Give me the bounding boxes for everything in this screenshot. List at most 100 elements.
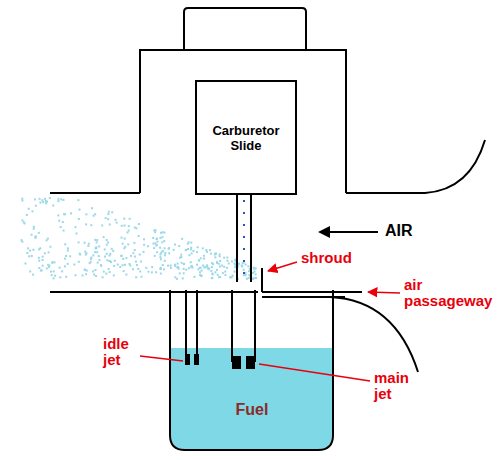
spray-droplet <box>135 276 137 278</box>
spray-droplet <box>95 269 97 271</box>
spray-droplet <box>178 245 180 247</box>
spray-droplet <box>84 251 86 253</box>
spray-droplet <box>64 213 66 215</box>
spray-droplet <box>54 275 56 277</box>
spray-droplet <box>21 199 23 201</box>
main-jet-tube <box>232 290 255 362</box>
slide-cap <box>184 8 306 50</box>
spray-droplet <box>138 235 140 237</box>
idle-jet <box>194 354 199 365</box>
spray-droplet <box>59 276 61 278</box>
spray-droplet <box>192 250 194 252</box>
spray-droplet <box>200 267 202 269</box>
spray-droplet <box>205 249 207 251</box>
spray-droplet <box>97 262 99 264</box>
spray-droplet <box>155 245 157 247</box>
spray-droplet <box>106 259 108 261</box>
spray-droplet <box>93 215 95 217</box>
spray-droplet <box>197 268 199 270</box>
spray-droplet <box>46 239 48 241</box>
spray-droplet <box>170 267 172 269</box>
spray-droplet <box>42 259 44 261</box>
spray-droplet <box>27 247 29 249</box>
spray-droplet <box>44 198 46 200</box>
spray-droplet <box>219 260 221 262</box>
spray-droplet <box>222 272 224 274</box>
spray-droplet <box>96 241 98 243</box>
leader-line <box>259 364 370 381</box>
spray-droplet <box>95 275 97 277</box>
spray-droplet <box>91 207 93 209</box>
spray-droplet <box>117 264 119 266</box>
spray-droplet <box>58 198 60 200</box>
venturi-bottom-wall <box>50 292 418 372</box>
spray-droplet <box>58 220 60 222</box>
spray-droplet <box>75 233 77 235</box>
spray-droplet <box>21 198 23 200</box>
spray-droplet <box>214 256 216 258</box>
spray-droplet <box>151 271 153 273</box>
spray-droplet <box>203 258 205 260</box>
spray-droplet <box>154 255 156 257</box>
spray-droplet <box>164 247 166 249</box>
spray-droplet <box>104 256 106 258</box>
spray-droplet <box>152 237 154 239</box>
spray-droplet <box>74 226 76 228</box>
spray-droplet <box>125 257 127 259</box>
spray-droplet <box>42 265 44 267</box>
needle-fuel <box>243 200 245 280</box>
spray-droplet <box>246 278 248 280</box>
spray-droplet <box>57 214 59 216</box>
spray-droplet <box>120 255 122 257</box>
spray-droplet <box>62 199 64 201</box>
idle-jet <box>185 354 190 365</box>
spray-droplet <box>183 263 185 265</box>
spray-droplet <box>228 262 230 264</box>
spray-droplet <box>24 222 26 224</box>
spray-droplet <box>86 270 88 272</box>
spray-droplet <box>106 239 108 241</box>
spray-droplet <box>253 268 255 270</box>
spray-droplet <box>145 267 147 269</box>
main-jet <box>246 356 255 369</box>
spray-droplet <box>124 246 126 248</box>
fuel-bowl <box>170 290 333 450</box>
spray-droplet <box>224 274 226 276</box>
part-label: air passageway <box>404 277 496 309</box>
spray-droplet <box>122 243 124 245</box>
spray-droplet <box>248 277 250 279</box>
spray-droplet <box>212 273 214 275</box>
spray-droplet <box>248 270 250 272</box>
spray-droplet <box>215 252 217 254</box>
spray-droplet <box>132 268 134 270</box>
spray-droplet <box>65 255 67 257</box>
spray-droplet <box>113 265 115 267</box>
spray-droplet <box>78 261 80 263</box>
spray-droplet <box>179 272 181 274</box>
spray-droplet <box>161 241 163 243</box>
spray-droplet <box>155 271 157 273</box>
spray-droplet <box>53 270 55 272</box>
spray-droplet <box>98 255 100 257</box>
spray-droplet <box>156 241 158 243</box>
spray-droplet <box>20 239 22 241</box>
spray-droplet <box>46 267 48 269</box>
spray-droplet <box>185 249 187 251</box>
spray-droplet <box>170 265 172 267</box>
spray-droplet <box>38 257 40 259</box>
spray-droplet <box>32 249 34 251</box>
spray-droplet <box>164 254 166 256</box>
spray-droplet <box>64 258 66 260</box>
spray-droplet <box>53 261 55 263</box>
spray-droplet <box>188 241 190 243</box>
spray-droplet <box>109 255 111 257</box>
spray-droplet <box>214 271 216 273</box>
spray-droplet <box>162 250 164 252</box>
spray-droplet <box>147 245 149 247</box>
spray-droplet <box>216 261 218 263</box>
spray-droplet <box>74 274 76 276</box>
spray-droplet <box>177 266 179 268</box>
spray-droplet <box>60 198 62 200</box>
spray-droplet <box>39 202 41 204</box>
air-arrow <box>326 231 378 233</box>
